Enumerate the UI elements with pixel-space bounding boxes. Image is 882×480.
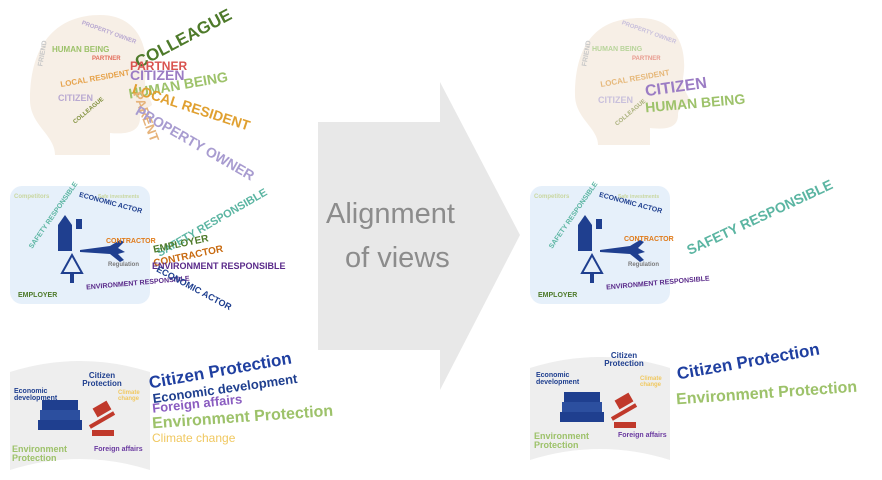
right-head-shape bbox=[575, 18, 690, 145]
head-word: HUMAN BEING bbox=[592, 46, 643, 53]
policy-word: Foreign affairs bbox=[618, 432, 667, 439]
gavel-icon bbox=[610, 392, 638, 428]
policy-word: Foreign affairs bbox=[94, 446, 143, 453]
role-word: PARTNER bbox=[130, 59, 188, 73]
alignment-label-line1: Alignment bbox=[326, 198, 455, 230]
right-actor-panel bbox=[530, 186, 670, 304]
policy-word: Environment Protection bbox=[534, 431, 590, 450]
actor-word: Regulation bbox=[628, 262, 659, 268]
policy-word: Economic development bbox=[536, 372, 580, 386]
airplane-icon bbox=[80, 240, 125, 262]
alignment-label-line2: of views bbox=[345, 242, 450, 274]
factory-icon bbox=[58, 215, 82, 251]
head-word: PARTNER bbox=[92, 56, 121, 62]
books-icon bbox=[38, 400, 82, 430]
oil-pump-icon bbox=[580, 252, 604, 283]
factory-icon bbox=[578, 215, 602, 251]
gavel-icon bbox=[88, 400, 116, 436]
actor-word: EMPLOYER bbox=[18, 292, 58, 299]
policy-word: Climate change bbox=[640, 376, 662, 388]
actor-word: CONTRACTOR bbox=[624, 236, 674, 243]
head-word: CITIZEN bbox=[58, 93, 93, 103]
actor-word: Safe investments bbox=[98, 194, 140, 200]
policy-word: Economic development bbox=[14, 388, 58, 402]
head-word: CITIZEN bbox=[598, 95, 633, 105]
actor-word: Regulation bbox=[108, 262, 139, 268]
actor-role-word: ENVIRONMENT RESPONSIBLE bbox=[152, 261, 286, 271]
alignment-arrow bbox=[318, 82, 520, 390]
actor-word: EMPLOYER bbox=[538, 292, 578, 299]
actor-word: Safe investments bbox=[618, 194, 660, 200]
role-word: CITIZEN bbox=[130, 67, 185, 83]
oil-pump-icon bbox=[60, 252, 84, 283]
actor-word: Competitors bbox=[534, 194, 570, 200]
policy-word: Environment Protection bbox=[12, 444, 68, 463]
left-head-shape bbox=[30, 15, 152, 155]
head-word: PARTNER bbox=[632, 56, 661, 62]
policy-role-word: Climate change bbox=[152, 431, 236, 445]
policy-word: Citizen Protection bbox=[604, 351, 644, 368]
airplane-icon bbox=[600, 240, 645, 262]
head-word: HUMAN BEING bbox=[52, 45, 110, 54]
actor-word: CONTRACTOR bbox=[106, 238, 156, 245]
books-icon bbox=[560, 392, 604, 422]
policy-word: Climate change bbox=[118, 390, 140, 402]
left-actor-panel bbox=[10, 186, 150, 304]
actor-word: Competitors bbox=[14, 194, 50, 200]
policy-word: Citizen Protection bbox=[82, 371, 122, 388]
